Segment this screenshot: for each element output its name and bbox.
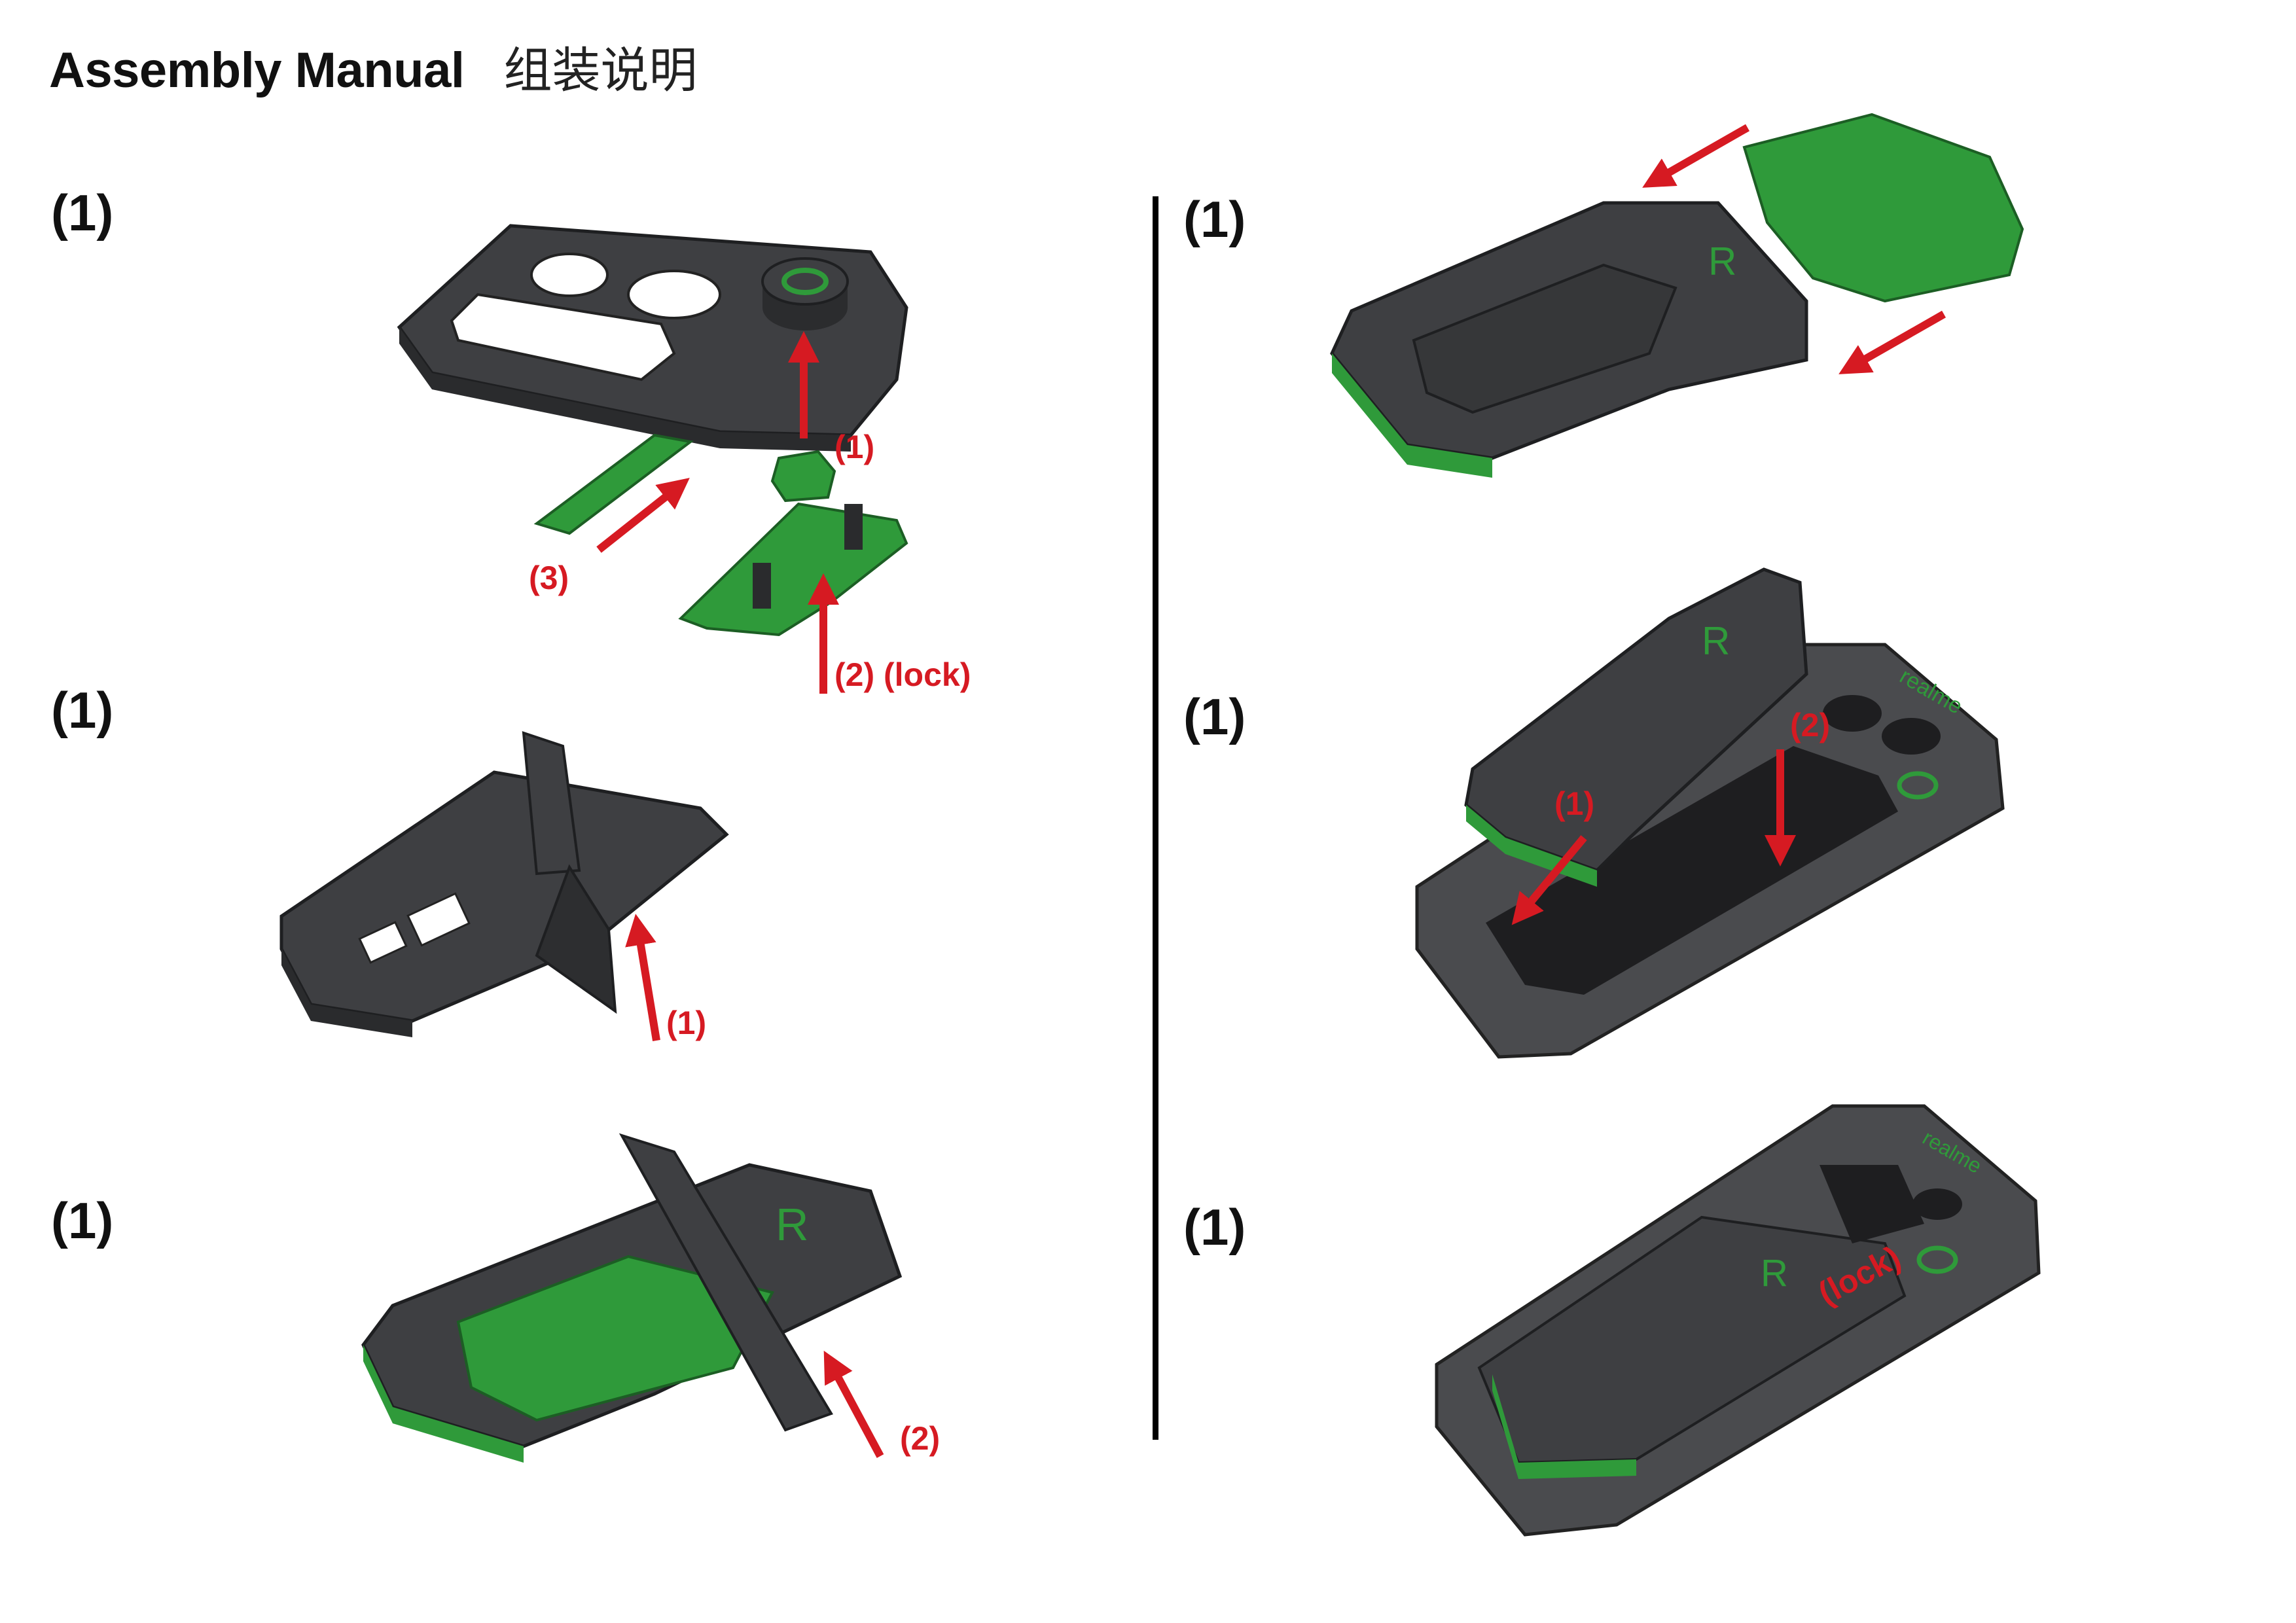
step-label-right-1: (1) (1183, 190, 1246, 248)
logo-letter-r1: R (1708, 240, 1736, 283)
callout-a1: (1) (834, 429, 874, 465)
logo-letter-r2: R (1702, 619, 1730, 663)
logo-letter-r3: R (1761, 1252, 1788, 1294)
step3-frame: R (361, 1133, 903, 1463)
right-step3-assembled: realme R (1435, 1104, 2041, 1537)
page-title: Assembly Manual 组装说明 (49, 31, 698, 101)
step-label-left-1: (1) (51, 184, 114, 241)
callout-a2: (2) (lock) (834, 656, 971, 693)
step-label-left-3: (1) (51, 1192, 114, 1249)
callout-c1: (2) (900, 1420, 940, 1457)
step2-stand-frame (279, 731, 729, 1037)
callout-e2: (2) (1790, 707, 1830, 743)
gear-part-icon (770, 450, 836, 503)
callout-b1: (1) (666, 1005, 706, 1041)
title-chinese: 组装说明 (503, 43, 698, 99)
logo-letter: R (776, 1199, 809, 1250)
column-divider (1153, 196, 1158, 1440)
callout-e1: (1) (1554, 785, 1594, 822)
rack-strip (533, 433, 694, 535)
title-english: Assembly Manual (49, 43, 465, 98)
green-back-plate (1742, 113, 2024, 303)
step-label-right-3: (1) (1183, 1198, 1246, 1256)
callout-a3: (3) (529, 560, 569, 596)
right-step1-frame: R (1330, 201, 1808, 478)
step1-camera-plate (397, 224, 908, 452)
green-lock-plate (678, 502, 908, 637)
step-label-right-2: (1) (1183, 688, 1246, 745)
step-label-left-2: (1) (51, 681, 114, 739)
knob-icon (761, 257, 849, 330)
